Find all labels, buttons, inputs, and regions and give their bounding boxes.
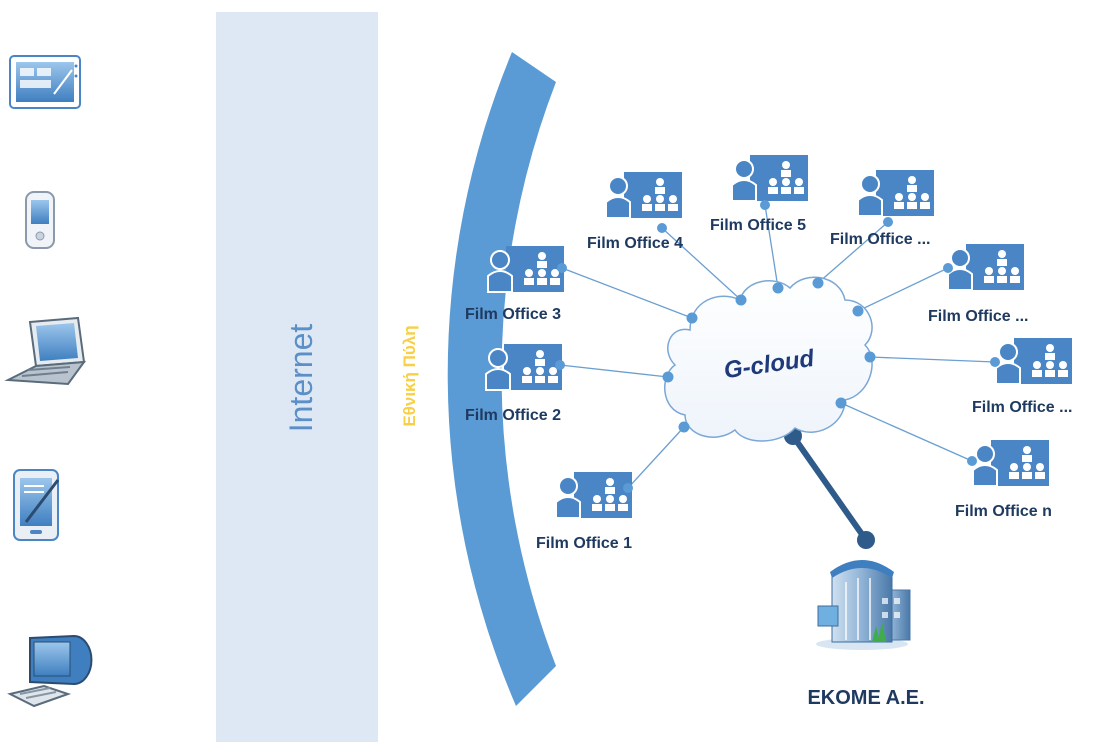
cloud-node: [678, 421, 690, 433]
film-office-6: Film Office ...: [830, 169, 935, 248]
cloud-node: [735, 294, 747, 306]
film-office-2: Film Office 2: [465, 343, 565, 424]
laptop-icon: [4, 316, 87, 386]
ekome-building-icon: [816, 560, 911, 650]
film-office-4: Film Office 4: [587, 171, 683, 252]
cloud-node: [662, 371, 674, 383]
link-office-5: [764, 204, 779, 289]
office-group-icon: [995, 337, 1073, 385]
office-connector-node: [760, 200, 770, 210]
office-group-icon: [485, 343, 563, 391]
link-office-6: [817, 221, 889, 284]
office-group-icon: [731, 154, 809, 202]
office-group-icon: [972, 439, 1050, 487]
link-office-3: [561, 267, 693, 319]
office-connector-node: [657, 223, 667, 233]
office-links: [559, 204, 996, 489]
ekome-label: EKOME A.E.: [807, 687, 924, 709]
link-office-1: [627, 426, 685, 489]
internet-band: [216, 12, 378, 742]
ekome-link: [790, 433, 869, 543]
cloud-node: [864, 351, 876, 363]
internet-label: Internet: [283, 324, 319, 433]
link-office-4: [661, 227, 742, 301]
film-office-1: Film Office 1: [536, 471, 633, 552]
office-group-icon: [605, 171, 683, 219]
cloud-node: [835, 397, 847, 409]
film-office-3: Film Office 3: [465, 245, 567, 323]
office-label: Film Office ...: [972, 399, 1072, 416]
cloud-nodes: [662, 277, 876, 433]
office-group-icon: [487, 245, 565, 293]
cloud-node: [772, 282, 784, 294]
office-label: Film Office 4: [587, 235, 683, 252]
film-office-8: Film Office ...: [972, 337, 1073, 416]
g-cloud: G-cloud: [664, 276, 873, 442]
office-group-icon: [555, 471, 633, 519]
office-label: Film Office ...: [830, 231, 930, 248]
link-office-8: [869, 356, 996, 363]
mobile-phone-icon: [25, 191, 55, 249]
desktop-computer-icon: [7, 634, 93, 708]
office-label: Film Office 3: [465, 306, 561, 323]
office-label: Film Office n: [955, 503, 1052, 520]
cloud-node: [686, 312, 698, 324]
link-office-9: [840, 402, 973, 462]
ekome-link-node-bottom: [857, 531, 875, 549]
portal-label: Εθνική Πύλη: [400, 325, 419, 426]
film-office-n: Film Office n: [955, 439, 1052, 520]
cloud-node: [812, 277, 824, 289]
office-connector-node: [557, 263, 567, 273]
cloud-node: [852, 305, 864, 317]
office-connector-node: [967, 456, 977, 466]
film-office-7: Film Office ...: [928, 243, 1028, 325]
office-label: Film Office ...: [928, 308, 1028, 325]
office-group-icon: [857, 169, 935, 217]
tablet-dashboard-icon: [9, 55, 81, 109]
portal-arc: [447, 52, 556, 706]
film-office-5: Film Office 5: [710, 154, 809, 234]
office-label: Film Office 2: [465, 407, 561, 424]
office-connector-node: [943, 263, 953, 273]
office-connector-node: [555, 360, 565, 370]
office-connector-node: [623, 483, 633, 493]
pda-stylus-icon: [13, 469, 60, 541]
office-label: Film Office 5: [710, 217, 806, 234]
office-label: Film Office 1: [536, 535, 632, 552]
link-office-2: [559, 364, 669, 378]
office-connector-node: [990, 357, 1000, 367]
link-office-7: [857, 267, 949, 312]
office-connector-node: [883, 217, 893, 227]
office-group-icon: [947, 243, 1025, 291]
